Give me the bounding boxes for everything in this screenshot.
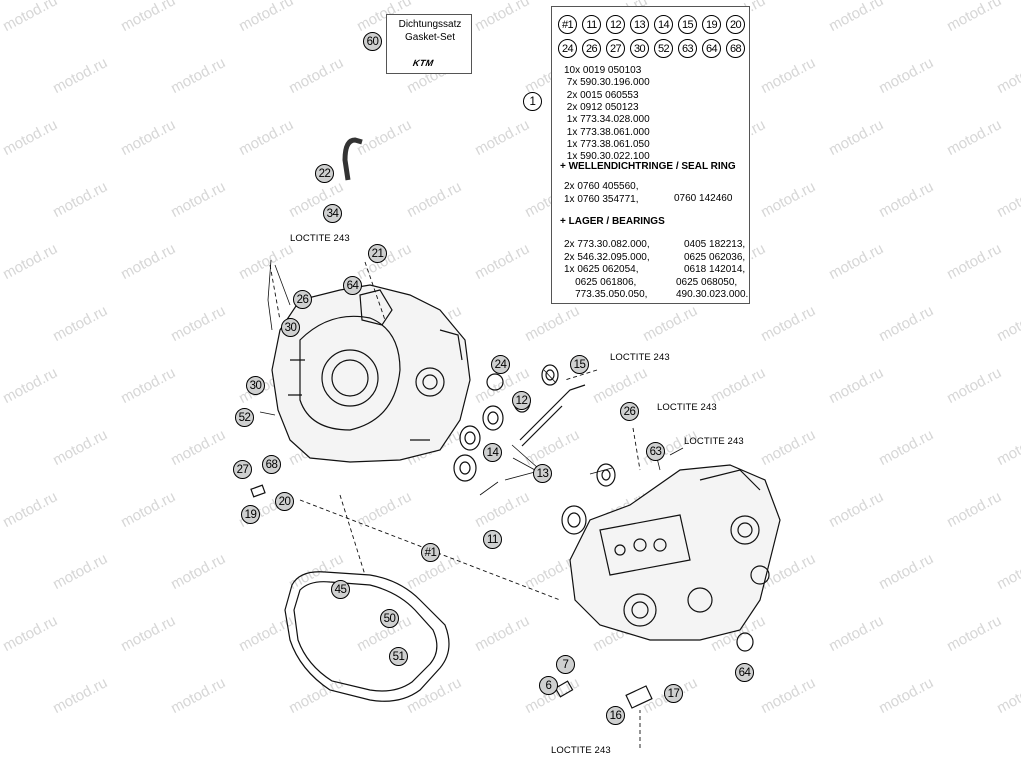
left-crankcase — [271, 284, 471, 463]
callout-16: 16 — [606, 706, 625, 725]
bearing-part-line-col2: 0625 062036, — [684, 251, 746, 263]
gasket-set-box: Dichtungssatz Gasket-Set KTM — [386, 14, 472, 74]
bearing-part-line: 2x 773.30.082.000, — [564, 239, 650, 250]
bearing-part-line: 0625 061806, — [564, 276, 637, 288]
seal-part-line: 2x 0760 405560, — [564, 181, 639, 192]
bearing-part-line-col2: 0405 182213, — [684, 239, 746, 250]
callout-7: 7 — [556, 655, 575, 674]
loctite-label: LOCTITE 243 — [290, 233, 350, 244]
bearing-part-line: 773.35.050.050, — [564, 289, 648, 300]
parts-callout: 27 — [606, 39, 625, 58]
part-number-line: 10x 0019 050103 — [564, 65, 642, 76]
gasket-set-label-en: Gasket-Set — [404, 32, 456, 43]
parts-callout: 63 — [678, 39, 697, 58]
right-crankcase — [569, 464, 781, 641]
callout-63: 63 — [646, 442, 665, 461]
callout-52: 52 — [235, 408, 254, 427]
bearing-part-line-col2: 0618 142014, — [684, 264, 746, 275]
parts-callout: 64 — [702, 39, 721, 58]
parts-callout: 52 — [654, 39, 673, 58]
seal-heading: + WELLENDICHTRINGE / SEAL RING — [560, 161, 736, 172]
parts-callout: #1 — [558, 15, 577, 34]
bearing-part-line: 1x 0625 062054, — [564, 264, 639, 275]
callout-30: 30 — [246, 376, 265, 395]
callout-26: 26 — [293, 290, 312, 309]
callout-14: 14 — [483, 443, 502, 462]
loctite-label: LOCTITE 243 — [551, 745, 611, 756]
parts-callout: 30 — [630, 39, 649, 58]
callout-20: 20 — [275, 492, 294, 511]
bearing-part-line-col2: 0625 068050, — [676, 276, 738, 288]
part-number-line: 1x 773.38.061.050 — [564, 138, 650, 150]
gasket-set-label-de: Dichtungssatz — [398, 19, 462, 30]
callout-21: 21 — [368, 244, 387, 263]
callout-45: 45 — [331, 580, 350, 599]
gasket-outline — [284, 571, 450, 702]
callout-30: 30 — [281, 318, 300, 337]
ktm-logo: KTM — [412, 58, 435, 68]
callout-6: 6 — [539, 676, 558, 695]
callout-hash-1: #1 — [421, 543, 440, 562]
callout-1: 1 — [523, 92, 542, 111]
parts-callout: 12 — [606, 15, 625, 34]
part-number-line: 2x 0912 050123 — [564, 101, 639, 113]
callout-34: 34 — [323, 204, 342, 223]
callout-50: 50 — [380, 609, 399, 628]
callout-24: 24 — [491, 355, 510, 374]
parts-callout: 26 — [582, 39, 601, 58]
callout-22: 22 — [315, 164, 334, 183]
callout-13: 13 — [533, 464, 552, 483]
callout-17: 17 — [664, 684, 683, 703]
loctite-label: LOCTITE 243 — [684, 436, 744, 447]
parts-callout: 20 — [726, 15, 745, 34]
loctite-label: LOCTITE 243 — [610, 352, 670, 363]
callout-11: 11 — [483, 530, 502, 549]
seal-part-line: 1x 0760 354771, — [564, 193, 639, 205]
parts-callout: 11 — [582, 15, 601, 34]
parts-callout: 13 — [630, 15, 649, 34]
part-number-line: 1x 590.30.022.100 — [564, 151, 650, 163]
part-number-line: 2x 0015 060553 — [564, 89, 639, 101]
seal-part-line-col2: 0760 142460 — [674, 193, 733, 204]
part-number-line: 1x 773.38.061.000 — [564, 126, 650, 138]
callout-15: 15 — [570, 355, 589, 374]
callout-64: 64 — [343, 276, 362, 295]
callout-19: 19 — [241, 505, 260, 524]
loctite-label: LOCTITE 243 — [657, 402, 717, 413]
part-number-line: 7x 590.30.196.000 — [564, 77, 650, 89]
parts-callout: 14 — [654, 15, 673, 34]
bearing-heading: + LAGER / BEARINGS — [560, 216, 665, 227]
callout-51: 51 — [389, 647, 408, 666]
parts-callout: 24 — [558, 39, 577, 58]
breather-hose — [342, 137, 363, 181]
callout-68: 68 — [262, 455, 281, 474]
parts-callout: 68 — [726, 39, 745, 58]
bearing-part-line: 2x 546.32.095.000, — [564, 251, 650, 263]
callout-27: 27 — [233, 460, 252, 479]
parts-list-box: #1 11 12 13 14 15 19 20 24 26 27 30 52 63 64 68 10x 0019… — [551, 6, 750, 304]
callout-12: 12 — [512, 391, 531, 410]
parts-callout: 19 — [702, 15, 721, 34]
callout-26: 26 — [620, 402, 639, 421]
parts-callout: 15 — [678, 15, 697, 34]
part-number-line: 1x 773.34.028.000 — [564, 114, 650, 126]
bearing-part-line-col2: 490.30.023.000. — [676, 289, 749, 300]
callout-60: 60 — [363, 32, 382, 51]
callout-64: 64 — [735, 663, 754, 682]
